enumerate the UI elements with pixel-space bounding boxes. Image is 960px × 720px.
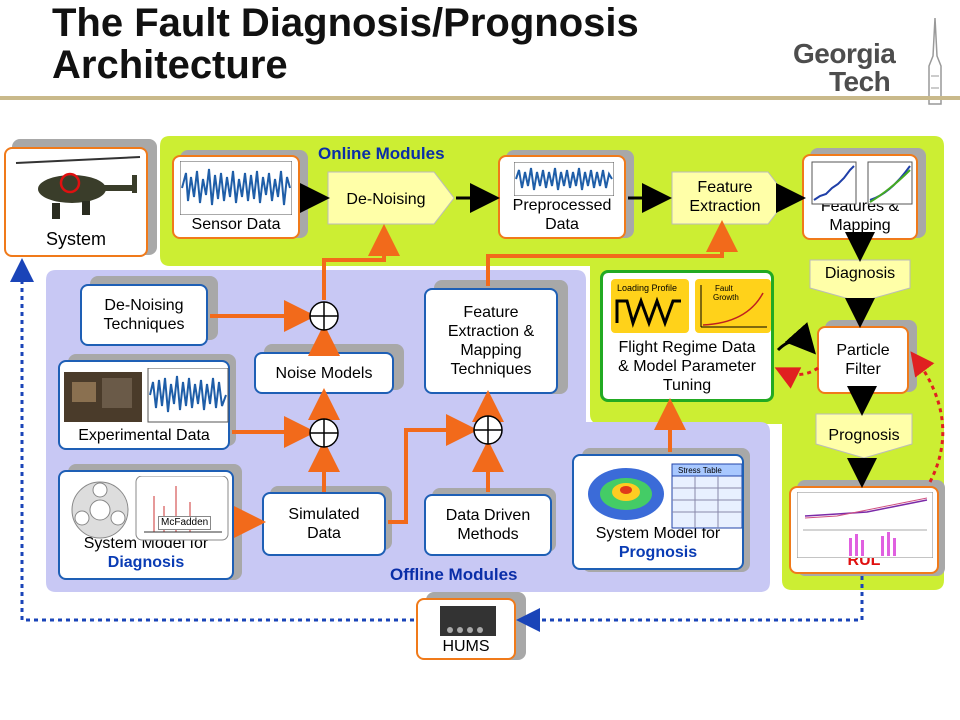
system-model-prognosis-box[interactable]: Stress Table System Model for Prognosis — [572, 454, 744, 570]
data-driven-methods-box[interactable]: Data Driven Methods — [424, 494, 552, 556]
online-modules-label: Online Modules — [318, 144, 445, 163]
fault-growth-text-1: Fault — [715, 284, 734, 293]
diagnosis-shape — [809, 259, 911, 303]
georgia-tech-logo: Georgia Tech — [793, 38, 896, 97]
denoising-tech-line-1: De-Noising — [104, 297, 184, 314]
title-line-1: The Fault Diagnosis/Prognosis — [52, 1, 639, 45]
sum-junction-top — [309, 301, 339, 331]
flight-regime-line-3: Tuning — [662, 377, 712, 394]
sensor-data-box[interactable]: Sensor Data — [172, 155, 300, 239]
stress-table-text: Stress Table — [678, 466, 722, 475]
features-plots — [811, 161, 913, 205]
experimental-data-box[interactable]: Experimental Data — [58, 360, 230, 450]
fm-tech-line-4: Techniques — [450, 361, 532, 378]
denoising-techniques-box[interactable]: De-Noising Techniques — [80, 284, 208, 346]
fault-growth-text-2: Growth — [713, 293, 739, 302]
fm-tech-line-1: Feature — [463, 304, 519, 321]
slide-title: The Fault Diagnosis/Prognosis Architectu… — [52, 2, 639, 86]
hums-to-system — [9, 258, 414, 622]
offline-modules-label: Offline Modules — [390, 565, 518, 584]
data-driven-line-1: Data Driven — [445, 507, 531, 524]
particle-filter-line-1: Particle — [836, 342, 890, 359]
tower-logo-icon — [928, 17, 942, 105]
preprocessed-label-2: Data — [545, 216, 579, 233]
feature-mapping-techniques-box[interactable]: Feature Extraction & Mapping Techniques — [424, 288, 558, 394]
sensor-data-label: Sensor Data — [191, 216, 281, 233]
preprocessed-label-1: Preprocessed — [512, 197, 612, 214]
noise-models-label: Noise Models — [275, 364, 373, 382]
sensor-signal-plot — [180, 161, 292, 215]
flight-regime-box[interactable]: Loading Profile Fault Growth Flight Regi… — [600, 270, 774, 402]
logo-line-1: Georgia — [793, 38, 896, 69]
prognosis-shape — [815, 413, 913, 459]
simulated-data-line-2: Data — [307, 525, 341, 542]
system-model-prog-line-1: System Model for — [595, 525, 721, 542]
system-model-prog-line-2: Prognosis — [618, 544, 698, 561]
sum-junction-middle — [309, 418, 339, 448]
rul-box[interactable]: RUL — [789, 486, 939, 574]
hums-box[interactable]: HUMS — [416, 598, 516, 660]
rul-to-hums — [516, 576, 864, 632]
helicopter-icon — [15, 156, 141, 219]
particle-filter-line-2: Filter — [845, 361, 881, 378]
pf-to-flight-feedback — [774, 366, 819, 389]
fm-tech-line-2: Extraction & — [447, 323, 535, 340]
system-model-diagnosis-box[interactable]: McFadden System Model for Diagnosis — [58, 470, 234, 580]
features-mapping-line-2: Mapping — [829, 217, 891, 234]
system-model-diag-line-2: Diagnosis — [107, 554, 185, 571]
experimental-data-label: Experimental Data — [78, 427, 210, 444]
title-line-2: Architecture — [52, 43, 288, 87]
hums-device-icon — [440, 606, 496, 636]
sum-junction-right — [473, 415, 503, 445]
rul-plot — [797, 492, 933, 558]
flight-regime-line-2: & Model Parameter — [618, 358, 756, 375]
online-region — [160, 136, 944, 590]
system-label: System — [45, 229, 106, 249]
rul-to-pf-feedback — [910, 351, 945, 483]
loading-profile-plots: Loading Profile Fault Growth — [611, 279, 771, 333]
denoising-label[interactable]: De-Noising — [346, 191, 426, 208]
denoising-tech-line-2: Techniques — [103, 316, 185, 333]
data-driven-line-2: Methods — [457, 526, 519, 543]
fem-stress-diagram: Stress Table — [588, 463, 742, 529]
hums-label: HUMS — [442, 638, 490, 655]
arrow-flight-pf — [776, 322, 816, 355]
title-divider — [0, 96, 960, 100]
preprocessed-signal-plot — [514, 162, 614, 196]
mcfadden-label: McFadden — [158, 516, 212, 530]
logo-line-2: Tech — [829, 66, 891, 97]
system-box[interactable]: System — [4, 147, 148, 257]
denoising-shape — [327, 171, 455, 225]
diagnosis-label[interactable]: Diagnosis — [824, 265, 896, 282]
feature-extraction-line-2: Extraction — [689, 198, 761, 215]
experimental-photos — [64, 368, 229, 423]
simulated-data-line-1: Simulated — [288, 506, 360, 523]
fm-tech-line-3: Mapping — [460, 342, 522, 359]
simulated-data-box[interactable]: Simulated Data — [262, 492, 386, 556]
feature-extraction-line-1: Feature — [697, 179, 753, 196]
prognosis-label[interactable]: Prognosis — [828, 427, 900, 444]
flight-regime-line-1: Flight Regime Data — [618, 339, 756, 356]
loading-profile-text: Loading Profile — [617, 283, 677, 293]
feature-extraction-label[interactable]: Feature Extraction — [672, 178, 778, 216]
particle-filter-box[interactable]: Particle Filter — [817, 326, 909, 394]
